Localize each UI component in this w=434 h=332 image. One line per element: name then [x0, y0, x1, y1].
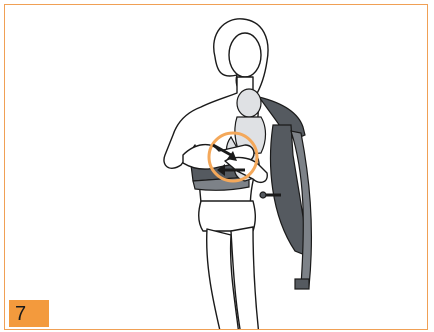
carrier-illustration — [5, 5, 428, 330]
instruction-panel: 7 — [4, 4, 428, 330]
step-number-badge: 7 — [9, 300, 49, 327]
